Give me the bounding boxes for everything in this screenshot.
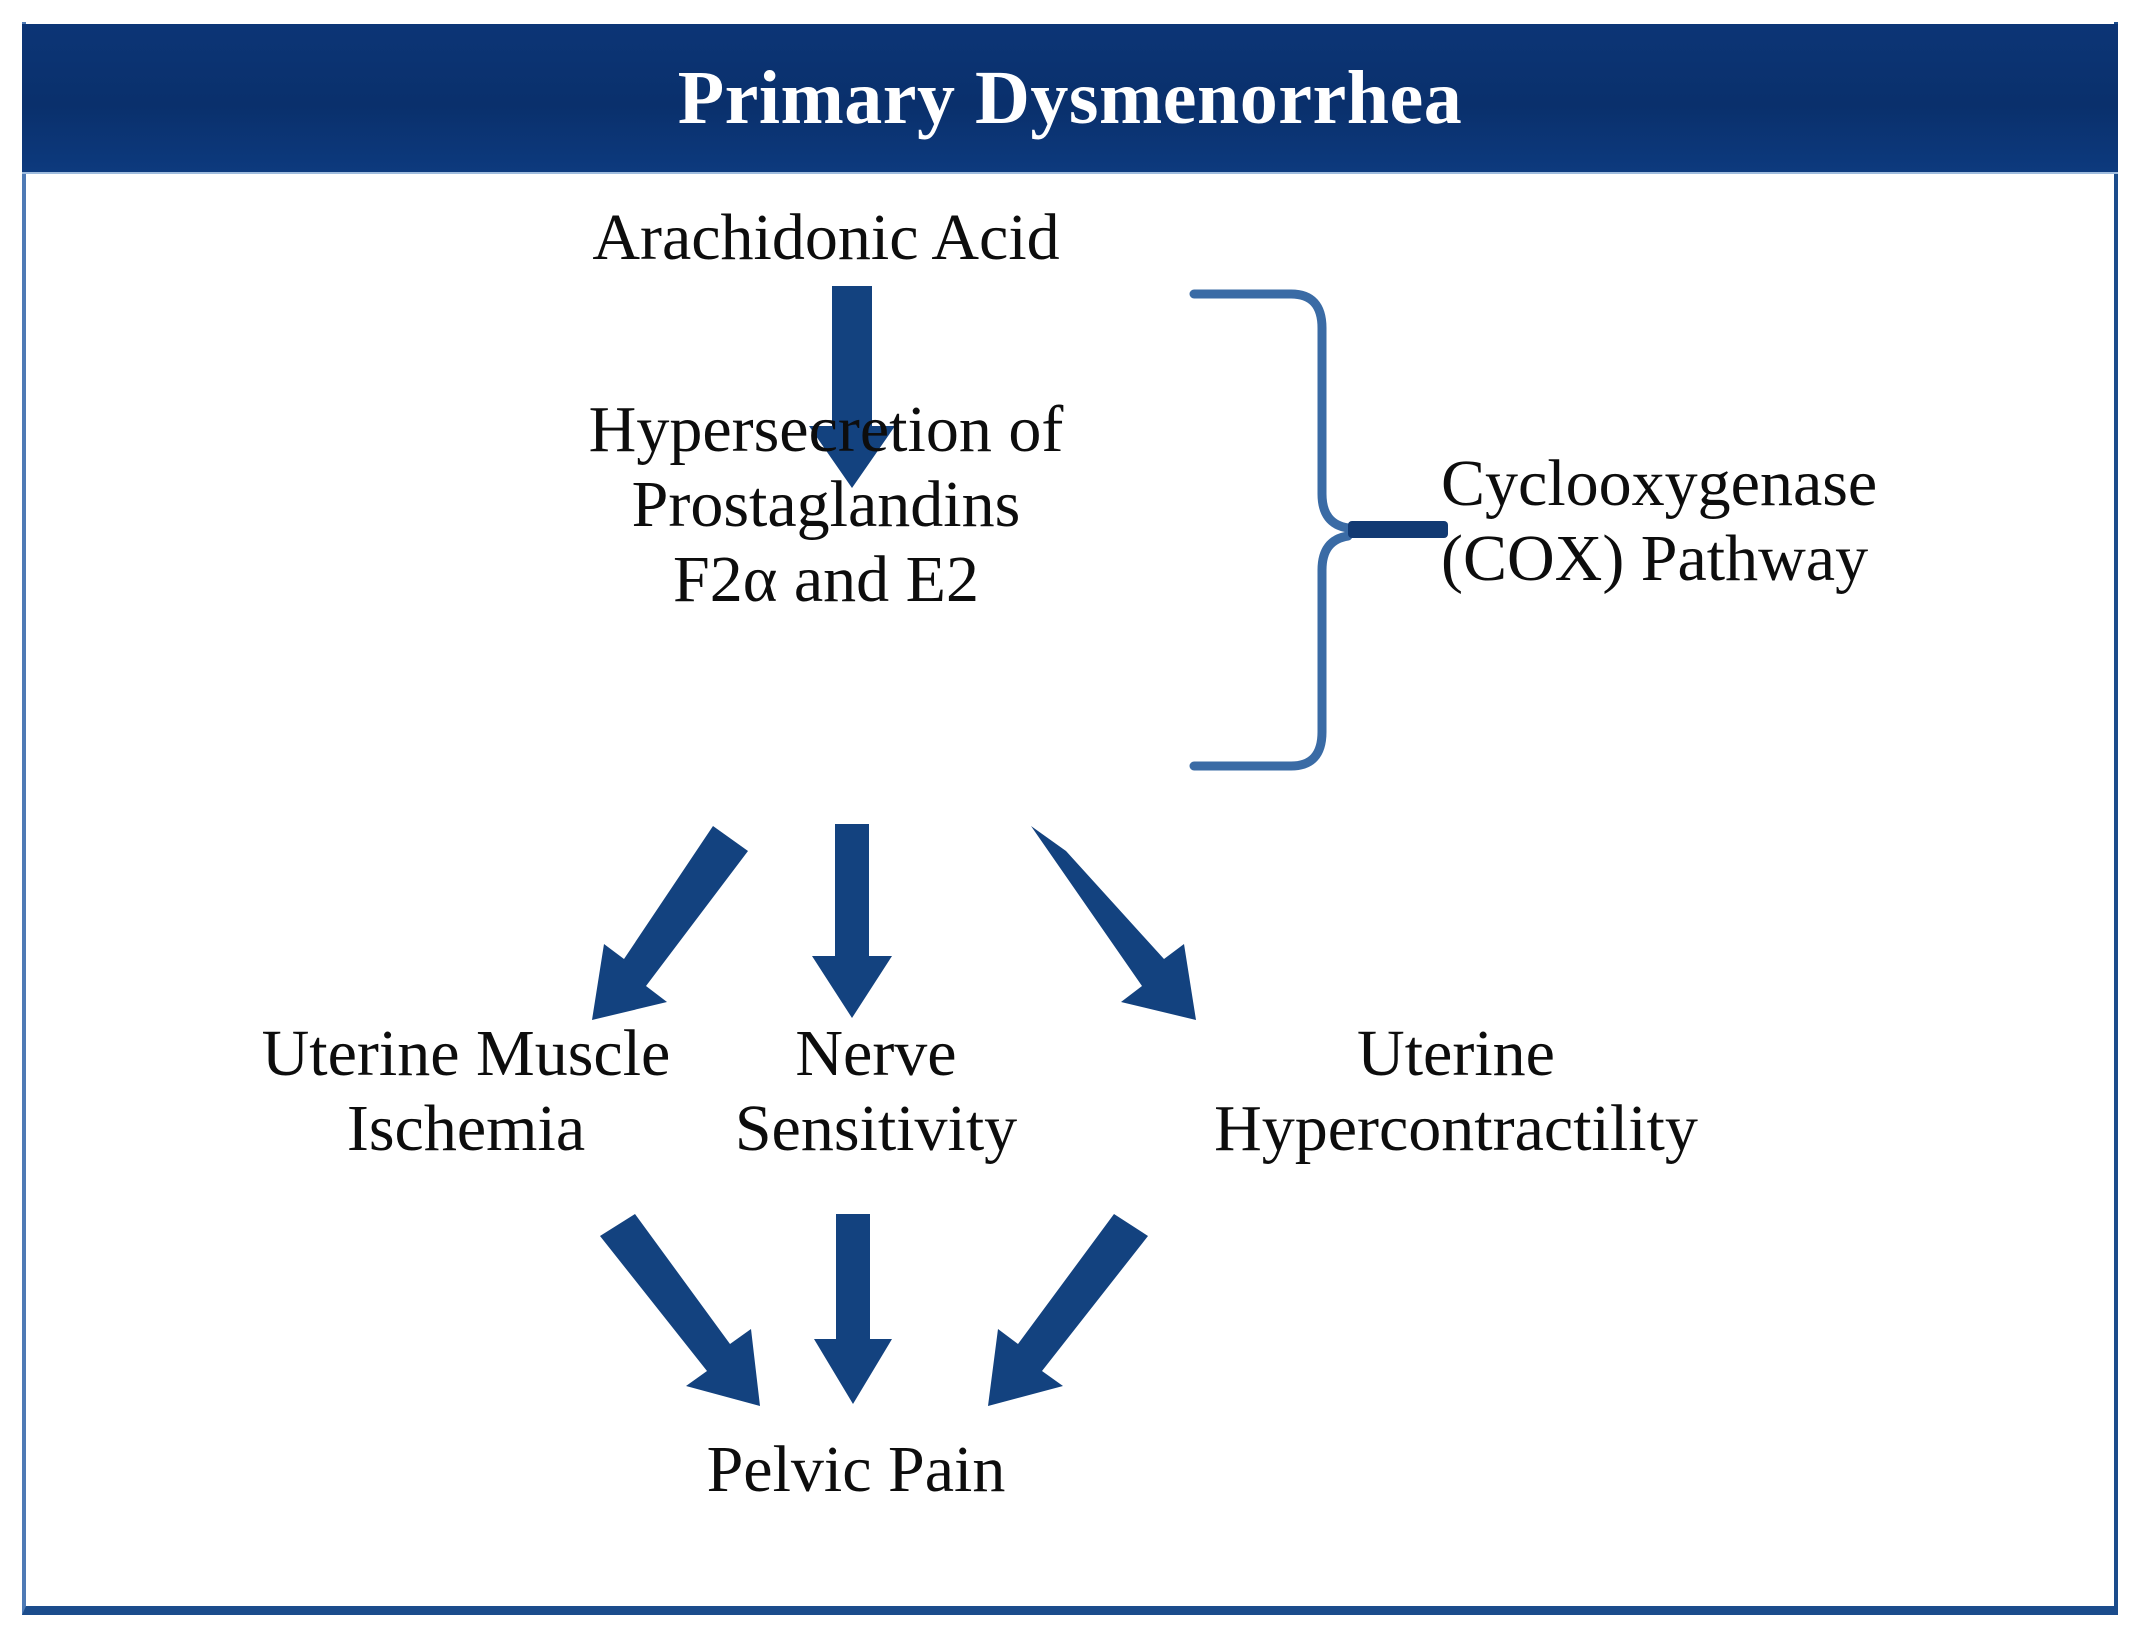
node-arachidonic-acid: Arachidonic Acid [592,201,1060,274]
node-pelvic-pain: Pelvic Pain [706,1433,1006,1506]
arrow-hypersecretion-to-ischemia [592,826,748,1020]
arrow-nerve-to-pelvic-pain [814,1214,892,1404]
arrow-hypersecretion-to-nerve [812,824,892,1018]
node-cox-pathway: Cyclooxygenase (COX) Pathway [1441,447,1878,596]
node-uterine-hypercontractility: Uterine Hypercontractility [1214,1017,1698,1166]
arrow-ischemia-to-pelvic-pain [600,1214,760,1406]
arrow-hypersecretion-to-hypercontractility [1031,826,1196,1020]
node-uterine-muscle-ischemia: Uterine Muscle Ischemia [261,1017,671,1166]
arrow-hypercontractility-to-pelvic-pain [988,1214,1148,1406]
figure-header-bar: Primary Dysmenorrhea [22,24,2118,172]
cox-brace-connector [1348,521,1448,538]
node-nerve-sensitivity: Nerve Sensitivity [734,1017,1018,1166]
page-title: Primary Dysmenorrhea [677,56,1463,140]
flowchart-canvas: Arachidonic Acid Hypersecretion of Prost… [26,176,2114,1612]
node-hypersecretion-prostaglandins: Hypersecretion of Prostaglandins F2α and… [588,393,1064,617]
